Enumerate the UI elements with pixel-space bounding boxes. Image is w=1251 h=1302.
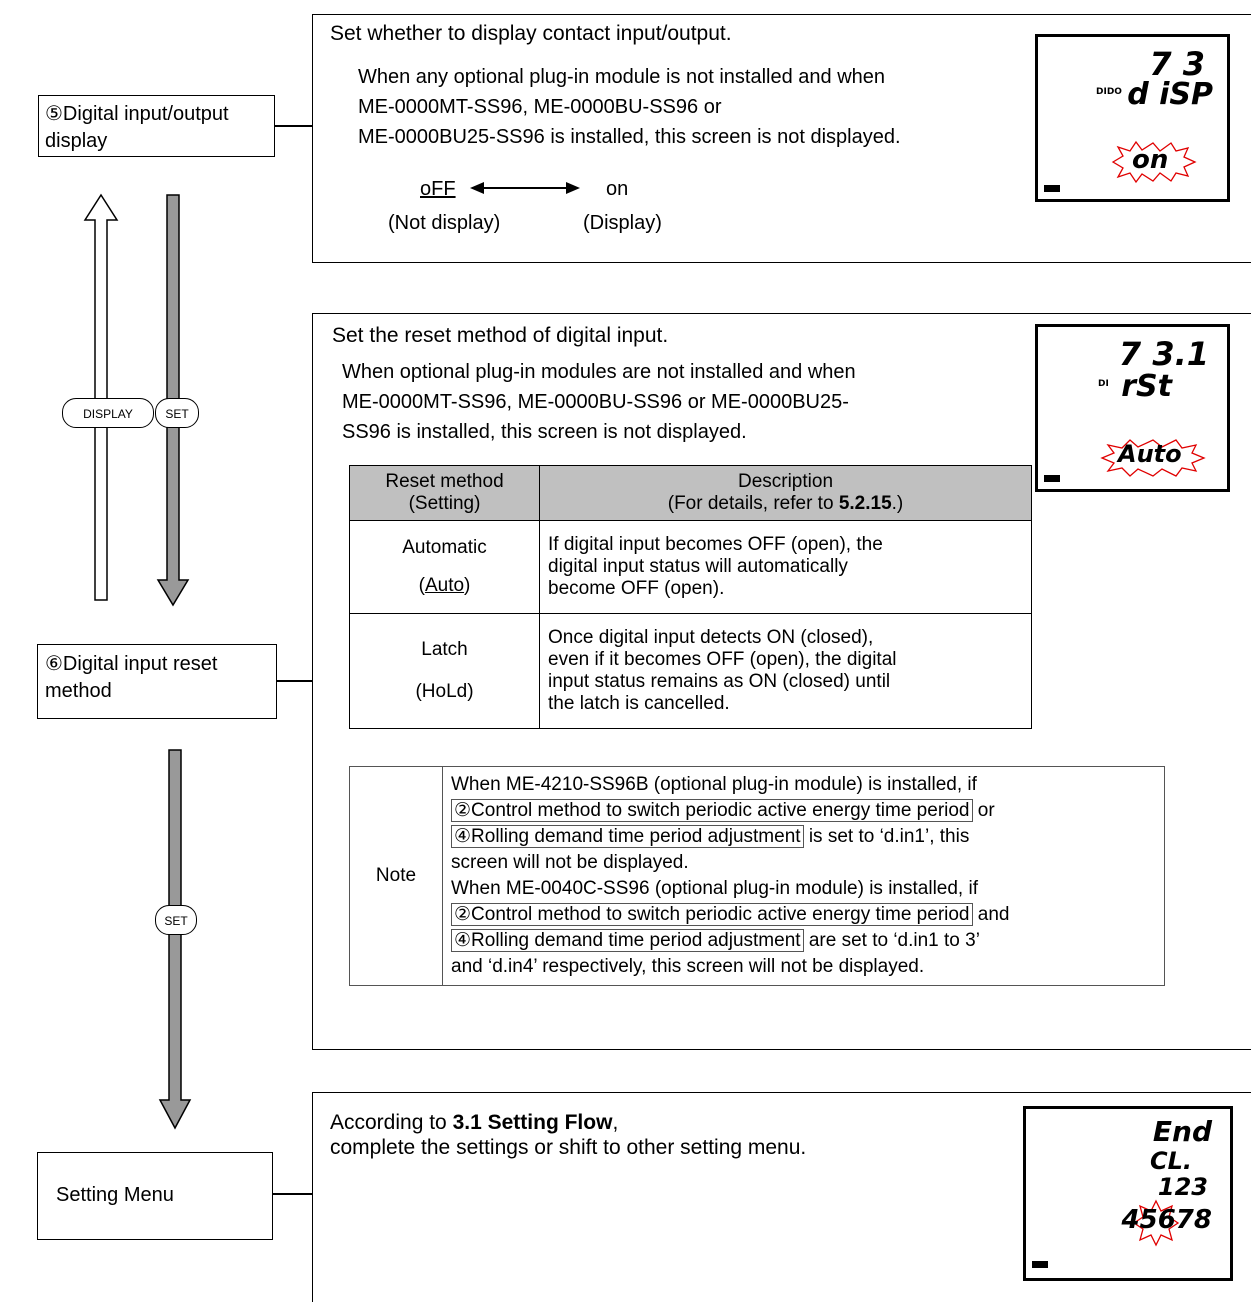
lcd1-line1: 7 3	[1149, 45, 1205, 83]
row2-name: Latch	[421, 639, 468, 660]
rolling-demand-ref-1: ④Rolling demand time period adjustment	[451, 825, 804, 848]
up-arrow-icon	[83, 193, 119, 601]
table-row: Latch (HoLd) Once digital input detects …	[349, 613, 1032, 729]
note-line5: When ME-0040C-SS96 (optional plug-in mod…	[451, 878, 978, 899]
option-on-desc: (Display)	[583, 212, 662, 234]
col-header-reset-method: Reset method	[385, 471, 504, 492]
row2-desc-4: the latch is cancelled.	[548, 693, 730, 714]
lcd2-line2: rSt	[1121, 369, 1172, 404]
setting-menu-label: Setting Menu	[56, 1184, 174, 1206]
double-arrow-icon	[470, 182, 580, 194]
note-line8: and ‘d.in4’ respectively, this screen wi…	[451, 956, 925, 977]
down-arrow-icon	[158, 749, 192, 1130]
option-on: on	[606, 178, 629, 200]
lcd3-line3: 123	[1157, 1173, 1208, 1201]
panel2-note-line3: SS96 is installed, this screen is not di…	[342, 421, 747, 443]
panel1-note-line3: ME-0000BU25-SS96 is installed, this scre…	[358, 126, 901, 148]
connector-2	[277, 680, 313, 682]
panel1-title: Set whether to display contact input/out…	[330, 22, 732, 45]
lcd3-line4: 45678	[1121, 1205, 1212, 1235]
lcd-display-2: 7 3.1 DI rSt Auto	[1035, 324, 1230, 492]
reset-method-table: Reset method (Setting) Description (For …	[349, 465, 1032, 729]
rolling-demand-ref-2: ④Rolling demand time period adjustment	[451, 929, 804, 952]
step6-label: ⑥Digital input reset method	[45, 653, 218, 702]
lcd2-tag: DI	[1098, 379, 1109, 389]
lcd2-line3: Auto	[1118, 440, 1182, 468]
row2-desc-3: input status remains as ON (closed) unti…	[548, 671, 891, 692]
note-label: Note	[349, 766, 443, 986]
note-line4: screen will not be displayed.	[451, 852, 689, 873]
col-header-description: Description	[737, 471, 834, 492]
row2-desc-1: Once digital input detects ON (closed),	[548, 627, 874, 648]
col-header-refer: (For details, refer to 5.2.15.)	[667, 493, 904, 514]
step5-label: ⑤Digital input/output display	[45, 103, 229, 152]
step6-box[interactable]	[37, 644, 277, 719]
control-method-ref-1: ②Control method to switch periodic activ…	[451, 799, 973, 822]
display-key-button[interactable]: DISPLAY	[62, 398, 154, 428]
blink-burst-icon	[1100, 439, 1206, 477]
lcd3-line1: End	[1152, 1115, 1212, 1148]
lcd3-line2: CL.	[1149, 1147, 1192, 1175]
note-line1: When ME-4210-SS96B (optional plug-in mod…	[451, 774, 977, 795]
setting-menu-box[interactable]	[37, 1152, 273, 1240]
blink-burst-icon	[1111, 140, 1197, 184]
lcd1-tag: DIDO	[1096, 87, 1122, 97]
lcd1-line3: on	[1132, 145, 1169, 175]
connector-1	[275, 125, 313, 127]
lcd-display-3: End CL. 123 45678	[1023, 1106, 1233, 1281]
option-off: oFF	[420, 178, 456, 200]
flow-arrow-bottom	[158, 749, 192, 1130]
row1-name: Automatic	[402, 537, 487, 558]
panel1-note-line1: When any optional plug-in module is not …	[358, 66, 886, 88]
set-key-button-2[interactable]: SET	[155, 905, 197, 935]
col-header-setting: (Setting)	[408, 493, 481, 514]
note-table: Note When ME-4210-SS96B (optional plug-i…	[349, 766, 1165, 986]
panel3-line2: complete the settings or shift to other …	[330, 1136, 807, 1159]
set-key-button[interactable]: SET	[155, 398, 199, 428]
panel3-line1: According to 3.1 Setting Flow,	[330, 1111, 619, 1134]
lcd2-line1: 7 3.1	[1118, 335, 1209, 373]
lcd-display-1: 7 3 DIDO d iSP on	[1035, 34, 1230, 202]
control-method-ref-2: ②Control method to switch periodic activ…	[451, 903, 973, 926]
blink-burst-icon	[1132, 1199, 1180, 1247]
row1-desc-2: digital input status will automatically	[548, 556, 848, 577]
panel2-note-line1: When optional plug-in modules are not in…	[342, 361, 856, 383]
row1-desc-3: become OFF (open).	[548, 578, 725, 599]
option-off-desc: (Not display)	[388, 212, 501, 234]
row1-code: (Auto)	[418, 575, 471, 596]
panel2-note-line2: ME-0000MT-SS96, ME-0000BU-SS96 or ME-000…	[342, 391, 849, 413]
row2-desc-2: even if it becomes OFF (open), the digit…	[548, 649, 897, 670]
step5-box[interactable]	[38, 95, 275, 157]
table-header-row: Reset method (Setting) Description (For …	[349, 465, 1032, 521]
row2-code: (HoLd)	[415, 681, 474, 702]
table-row: Automatic (Auto) If digital input become…	[349, 520, 1032, 614]
panel1-note-line2: ME-0000MT-SS96, ME-0000BU-SS96 or	[358, 96, 722, 118]
connector-3	[273, 1193, 313, 1195]
row1-desc-1: If digital input becomes OFF (open), the	[548, 534, 883, 555]
lcd1-line2: d iSP	[1127, 77, 1213, 112]
panel2-title: Set the reset method of digital input.	[332, 324, 669, 347]
